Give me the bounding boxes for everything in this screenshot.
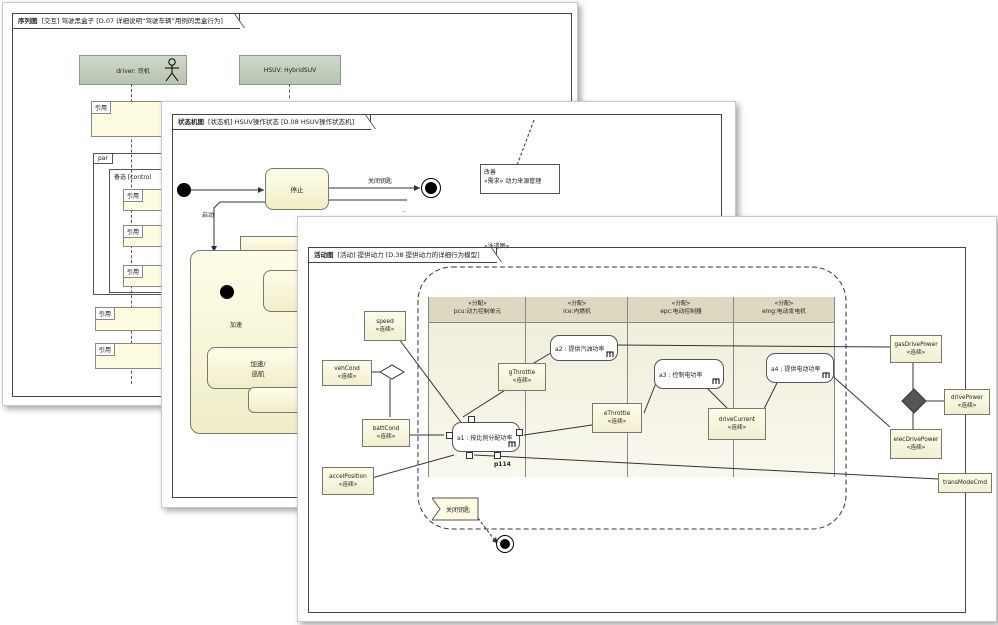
action-a3-label: a3 : 控制电功率: [659, 371, 703, 379]
action-a3[interactable]: a3 : 控制电功率: [654, 359, 724, 389]
pin-drivepower[interactable]: drivePower«连续»: [944, 389, 990, 415]
sequence-kind: 序列图: [18, 17, 38, 25]
sequence-title: 驾驶黑盒子 [D.07 详细说明“驾驶车辆”用例的黑盒行为]: [61, 17, 223, 25]
inner-initial-node: [220, 285, 234, 299]
sequence-tag: [交互]: [41, 17, 60, 25]
swimlane-emg[interactable]: «分配»emg:电动发电机: [733, 297, 835, 477]
action-a1-label: a1 : 按比例分配功率: [457, 434, 513, 442]
state-tag: [状态机]: [208, 118, 233, 126]
ref-fragment-1[interactable]: 引用: [91, 101, 173, 137]
activity-frame: 活动图[活动] 提供动力 [D.38 提供动力的详细行为模型]: [308, 247, 966, 613]
ref-fragment-5[interactable]: 引用: [95, 307, 169, 331]
ref-label: 引用: [96, 308, 116, 320]
swimlane-ice-label: ice:内燃机: [563, 309, 591, 315]
pin-ethrottle[interactable]: eThrottle«连续»: [592, 403, 642, 433]
pin-accelposition[interactable]: accelPosition«连续»: [322, 467, 374, 495]
decision-node: [379, 364, 405, 380]
transition-start: 启动: [202, 212, 215, 219]
transition-close-key: 关闭钥匙: [368, 178, 393, 185]
requirement-note[interactable]: 改善 «需求» 动力来源管理: [480, 164, 560, 194]
activity-edges: [367, 266, 944, 544]
swimlane-stereotype: «泳道图»: [484, 243, 510, 250]
state-title: HSUV操作状态 [D.08 HSUV操作状态机]: [234, 118, 355, 126]
action-a2-label: a2 : 提供汽油功率: [555, 345, 605, 353]
activity-frame-tab: 活动图[活动] 提供动力 [D.38 提供动力的详细行为模型]: [309, 248, 497, 263]
note-line-2: «需求» 动力来源管理: [484, 178, 542, 185]
pin-gthrottle[interactable]: gThrottle«连续»: [498, 363, 546, 391]
activity-kind: 活动图: [314, 251, 334, 259]
activity-diagram-sheet[interactable]: «泳道图» 活动图[活动] 提供动力 [D.38 提供动力的详细行为模型] «分…: [297, 216, 997, 622]
pin-a1-right: [516, 429, 523, 436]
ref-label: 引用: [92, 102, 112, 114]
state-stop-label: 停止: [290, 186, 304, 194]
pin-gasdrivepower[interactable]: gasDrivePower«连续»: [890, 335, 942, 363]
note-line-1: 改善: [484, 169, 497, 176]
lifeline-driver-label: driver: 司机: [116, 67, 150, 75]
pin-battcond[interactable]: battCond«连续»: [362, 419, 410, 447]
join-node: [901, 388, 927, 414]
svg-text:..: ..: [402, 207, 406, 214]
pin-transmodecmd[interactable]: transModeCmd: [938, 473, 992, 493]
action-a1[interactable]: a1 : 按比例分配功率: [452, 422, 520, 452]
pin-elecdrivepower[interactable]: elecDrivePower«连续»: [890, 429, 942, 459]
ref-label: 引用: [124, 190, 144, 202]
ref-label: 引用: [124, 226, 144, 238]
pin-a1-bottom-2: [494, 452, 501, 459]
action-a4-label: a4 : 提供电动功率: [771, 365, 821, 373]
swimlane-pcu-label: pcu:动力控制单元: [453, 309, 502, 315]
lifeline-hsuv-label: HSUV: HybridSUV: [263, 66, 317, 74]
rake-icon: [606, 351, 614, 357]
lifeline-hsuv[interactable]: HSUV: HybridSUV: [239, 55, 341, 85]
interruptible-region: [417, 266, 847, 530]
pin-drivecurrent[interactable]: driveCurrent«连续»: [708, 408, 766, 440]
initial-node: [177, 183, 191, 197]
pin-vehcond[interactable]: vehCond«连续»: [322, 360, 372, 386]
ref-fragment-6[interactable]: 引用: [95, 343, 169, 369]
accel-cruise-line-2: 巡航: [251, 370, 265, 378]
rake-icon: [822, 372, 830, 378]
action-a4[interactable]: a4 : 提供电动功率: [766, 353, 834, 383]
activity-final-node: [496, 535, 514, 553]
activity-title: 提供动力 [D.38 提供动力的详细行为模型]: [357, 251, 480, 259]
swimlane-epc-header: «分配»epc:电动控制器: [628, 297, 734, 323]
state-kind: 状态机图: [178, 118, 204, 126]
pin-speed[interactable]: speed«连续»: [364, 311, 406, 341]
swimlane-ice-header: «分配»ice:内燃机: [526, 297, 628, 323]
accept-event-shape: [432, 497, 479, 521]
actor-icon: [165, 58, 179, 82]
pin-p114-label: p114: [494, 461, 511, 468]
hsuv-lifeline-line: [289, 84, 290, 104]
pin-a1-left: [446, 432, 453, 439]
accept-event-label[interactable]: 关闭钥匙: [446, 507, 471, 514]
state-accel-cruise[interactable]: 加速/ 巡航: [207, 347, 309, 389]
par-label: par: [94, 154, 113, 164]
transition-accel: 加速: [230, 322, 243, 329]
rake-icon: [712, 378, 720, 384]
rake-icon: [508, 441, 516, 447]
ref-label: 引用: [124, 266, 144, 278]
lifeline-driver[interactable]: driver: 司机: [79, 55, 187, 85]
final-node: [421, 178, 441, 198]
sequence-frame-tab: 序列图[交互] 驾驶黑盒子 [D.07 详细说明“驾驶车辆”用例的黑盒行为]: [13, 14, 240, 29]
ref-label: 引用: [96, 344, 116, 356]
swimlane-epc-label: epc:电动控制器: [660, 309, 702, 315]
pin-a1-bottom-1: [466, 452, 473, 459]
pin-a1-top: [468, 416, 475, 423]
state-frame-tab: 状态机图 [状态机] HSUV操作状态 [D.08 HSUV操作状态机]: [173, 115, 372, 130]
state-stop[interactable]: 停止: [265, 168, 329, 210]
ref-fragment-3[interactable]: 引用: [123, 225, 169, 247]
swimlane-pcu-header: «分配»pcu:动力控制单元: [429, 297, 526, 323]
swimlane-emg-label: emg:电动发电机: [762, 309, 806, 315]
activity-tag: [活动]: [337, 251, 356, 259]
swimlane-emg-header: «分配»emg:电动发电机: [734, 297, 834, 323]
ref-fragment-4[interactable]: 引用: [123, 265, 169, 287]
action-a2[interactable]: a2 : 提供汽油功率: [550, 335, 618, 361]
accel-cruise-line-1: 加速/: [250, 360, 266, 368]
alt-label: 备选 [control: [114, 174, 152, 181]
